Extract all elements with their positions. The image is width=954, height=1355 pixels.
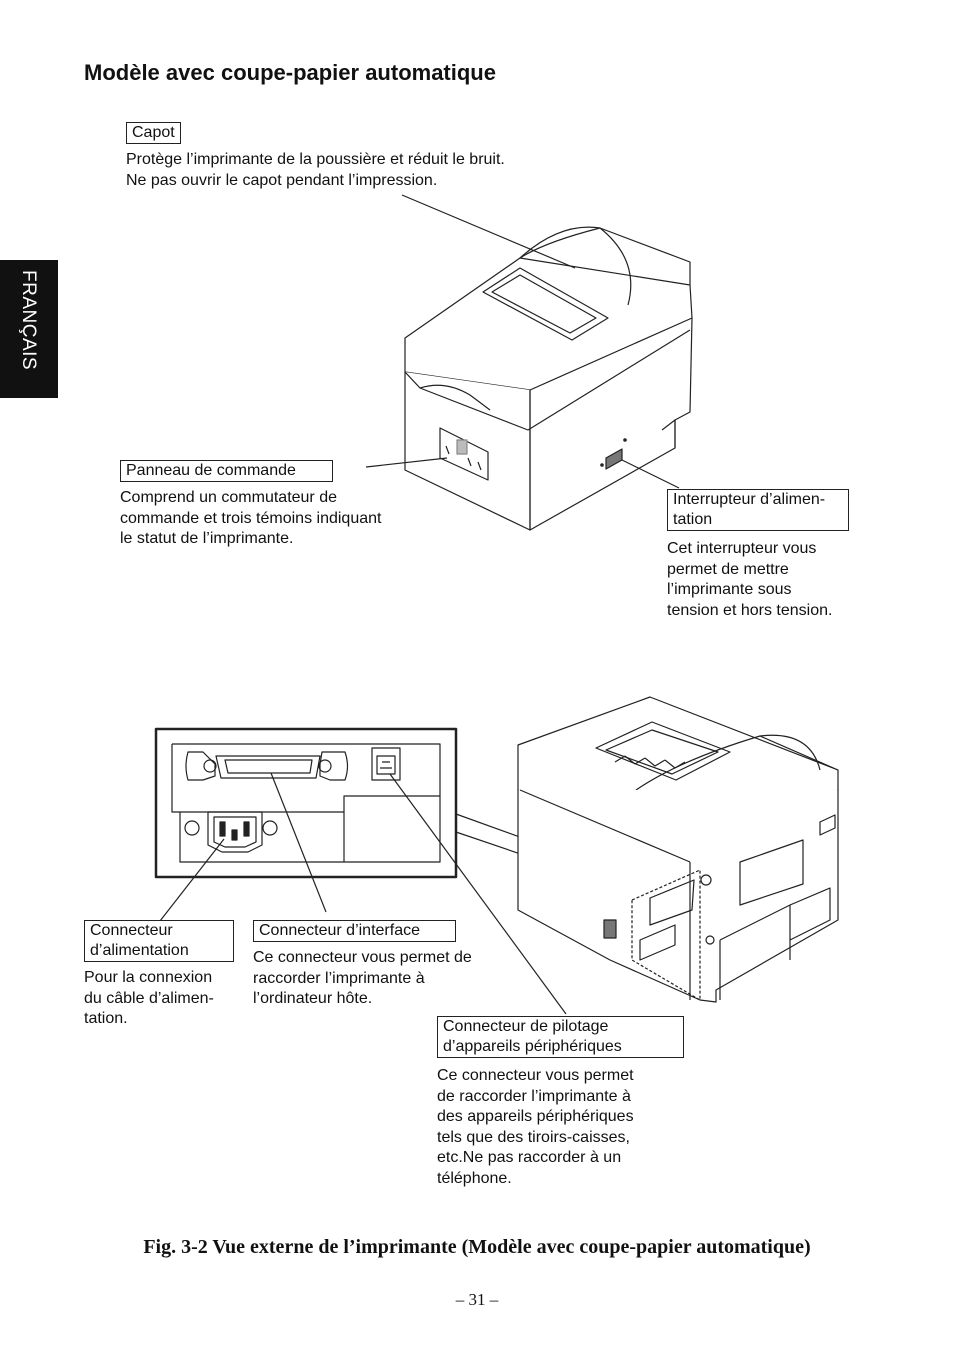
alimentation-desc-line: Pour la connexion: [84, 969, 213, 986]
pilotage-desc-line: tels que des tiroirs-caisses,: [437, 1128, 630, 1146]
panneau-leader-line: [365, 457, 448, 468]
alimentation-label-line: d’alimentation: [90, 942, 189, 959]
pilotage-label-line: d’appareils périphériques: [443, 1038, 622, 1055]
pilotage-label: Connecteur de pilotage d’appareils périp…: [437, 1016, 684, 1058]
panneau-desc-line: le statut de l’imprimante.: [120, 530, 294, 547]
interface-desc-line: l’ordinateur hôte.: [253, 990, 373, 1007]
pilotage-desc-line: Ce connecteur vous permet: [437, 1067, 634, 1084]
interface-desc-line: raccorder l’imprimante à: [253, 969, 425, 987]
pilotage-desc-line: de raccorder l’imprimante à: [437, 1087, 631, 1105]
panneau-desc-line: commande et trois témoins indiquant: [120, 509, 382, 527]
interface-desc-line: Ce connecteur vous permet de: [253, 949, 472, 966]
interface-description: Ce connecteur vous permet de raccorder l…: [253, 948, 472, 1010]
page-number: – 31 –: [455, 1290, 499, 1309]
interface-leader-line: [270, 772, 327, 913]
interrupteur-description: Cet interrupteur vous permet de mettre l…: [667, 539, 832, 621]
section-heading: Modèle avec coupe-papier automatique: [84, 60, 496, 85]
interrupteur-label-line: Interrupteur d’alimen-: [673, 491, 826, 508]
interrupteur-desc-line: tension et hors tension.: [667, 601, 833, 619]
pilotage-desc-line: téléphone.: [437, 1169, 512, 1187]
capot-desc-line: Ne pas ouvrir le capot pendant l’impress…: [126, 171, 438, 189]
alimentation-leader-line: [159, 838, 225, 922]
capot-description: Protège l’imprimante de la poussière et …: [126, 150, 505, 191]
rear-printer-drawing: [517, 696, 839, 1003]
interrupteur-label-line: tation: [673, 511, 713, 528]
language-tab-label: FRANÇAIS: [18, 270, 39, 371]
capot-label: Capot: [126, 122, 181, 144]
pilotage-leader-line: [389, 773, 567, 1015]
interrupteur-desc-line: permet de mettre: [667, 560, 789, 578]
capot-leader-line: [401, 194, 576, 269]
alimentation-desc-line: du câble d’alimen-: [84, 989, 214, 1007]
interrupteur-desc-line: l’imprimante sous: [667, 581, 792, 598]
front-printer-drawing: [404, 226, 693, 531]
alimentation-description: Pour la connexion du câble d’alimen- tat…: [84, 968, 214, 1030]
panneau-description: Comprend un commutateur de commande et t…: [120, 488, 381, 550]
capot-desc-line: Protège l’imprimante de la poussière et …: [126, 151, 505, 168]
connector-closeup: [154, 727, 458, 879]
interrupteur-leader-line: [621, 459, 680, 489]
language-tab: FRANÇAIS: [0, 260, 58, 398]
alimentation-desc-line: tation.: [84, 1010, 128, 1027]
alimentation-label: Connecteur d’alimentation: [84, 920, 234, 962]
pilotage-label-line: Connecteur de pilotage: [443, 1018, 609, 1035]
figure-caption: Fig. 3-2 Vue externe de l’imprimante (Mo…: [143, 1236, 811, 1258]
alimentation-label-line: Connecteur: [90, 922, 173, 939]
pilotage-desc-line: etc.Ne pas raccorder à un: [437, 1149, 622, 1166]
panneau-desc-line: Comprend un commutateur de: [120, 489, 337, 506]
pilotage-desc-line: des appareils périphériques: [437, 1108, 634, 1125]
panneau-label: Panneau de commande: [120, 460, 333, 482]
pilotage-description: Ce connecteur vous permet de raccorder l…: [437, 1066, 634, 1189]
interface-label: Connecteur d’interface: [253, 920, 456, 942]
interrupteur-label: Interrupteur d’alimen- tation: [667, 489, 849, 531]
interrupteur-desc-line: Cet interrupteur vous: [667, 540, 817, 557]
